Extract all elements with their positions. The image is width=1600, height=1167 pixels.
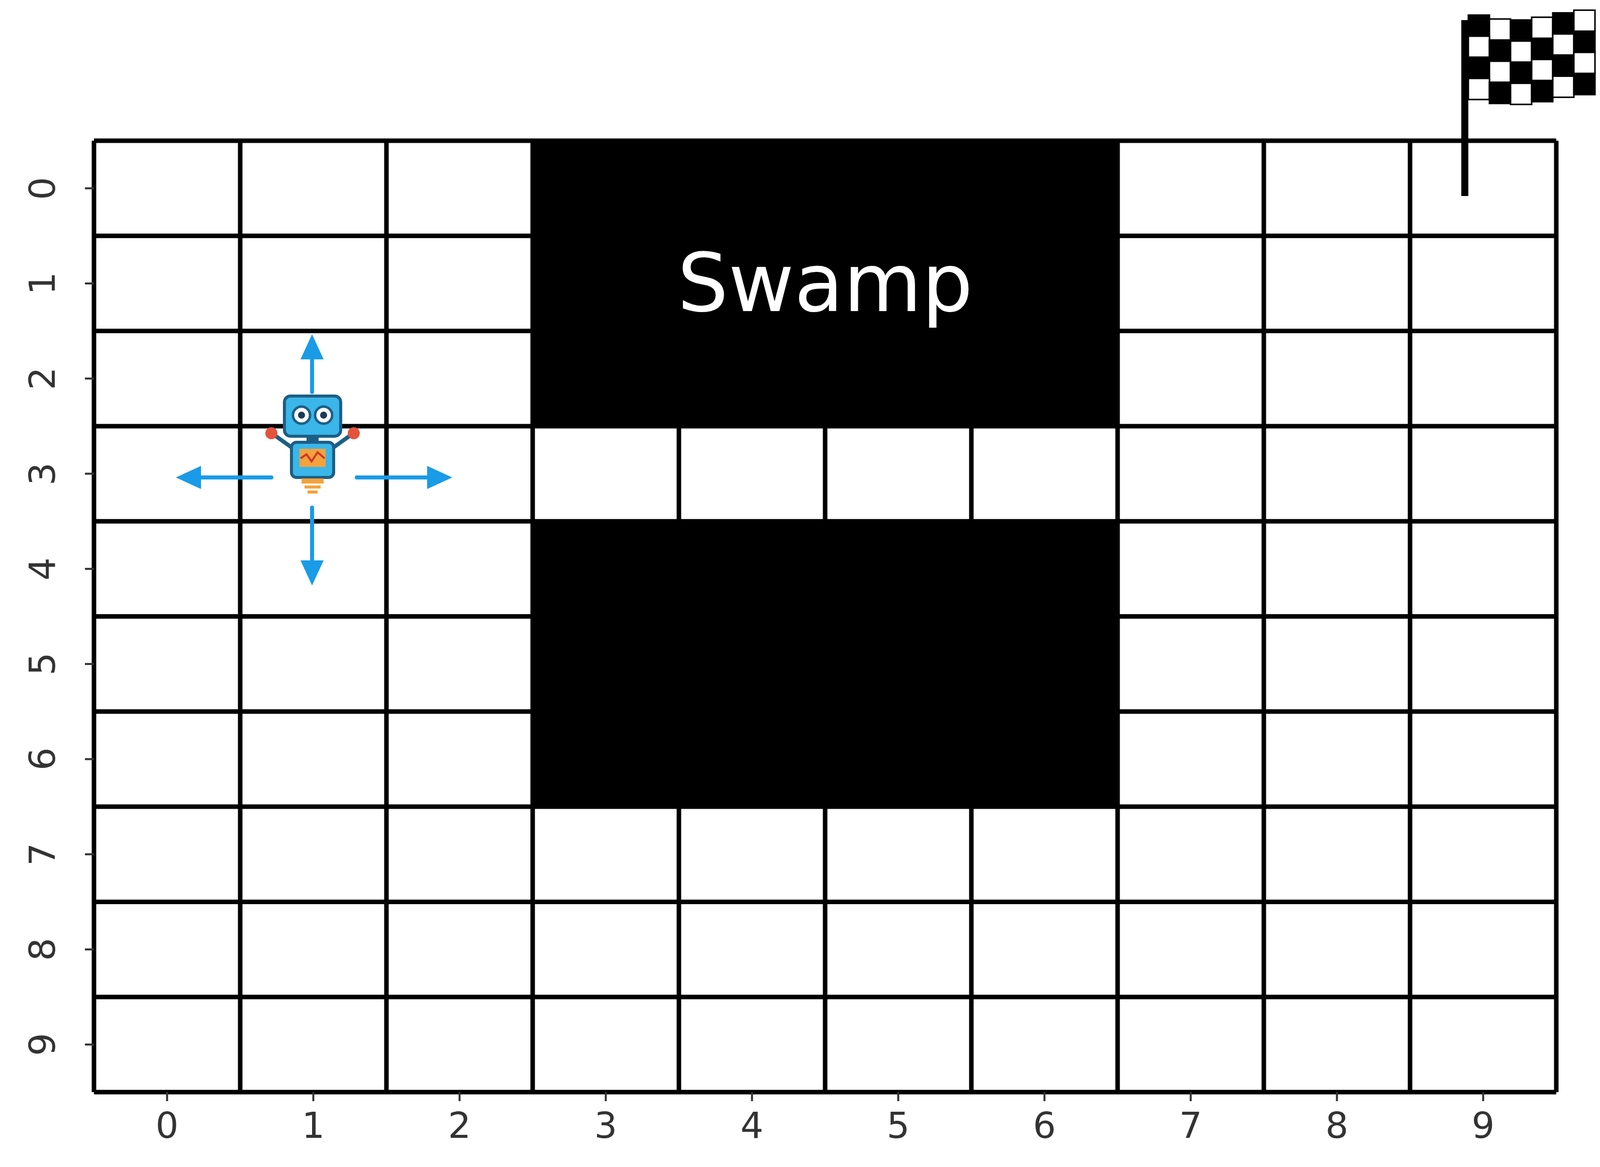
- column-tick-label: 3: [594, 1107, 618, 1144]
- grid-cells: [84, 140, 1557, 1102]
- flag-icon: [1461, 10, 1595, 196]
- row-tick-label: 5: [24, 652, 61, 676]
- column-tick-label: 1: [302, 1107, 326, 1144]
- row-tick-label: 3: [24, 462, 61, 486]
- row-tick-label: 9: [24, 1032, 61, 1056]
- column-tick-label: 4: [740, 1107, 764, 1144]
- column-tick-label: 9: [1471, 1107, 1495, 1144]
- column-tick-label: 6: [1033, 1107, 1057, 1144]
- row-tick-label: 4: [24, 557, 61, 581]
- row-tick-label: 1: [24, 271, 61, 295]
- column-tick-label: 5: [886, 1107, 911, 1144]
- column-tick-label: 2: [448, 1107, 472, 1144]
- region-label: Swamp: [677, 236, 973, 331]
- row-tick-label: 0: [24, 176, 61, 200]
- row-tick-label: 8: [24, 937, 61, 961]
- column-tick-label: 8: [1325, 1107, 1349, 1144]
- column-tick-label: 7: [1179, 1107, 1203, 1144]
- row-tick-label: 2: [24, 366, 61, 390]
- row-tick-label: 6: [24, 747, 61, 771]
- column-tick-label: 0: [155, 1107, 179, 1144]
- swamp-region: Swamp: [532, 140, 1118, 427]
- row-tick-label: 7: [24, 842, 61, 866]
- robot-icon: [175, 334, 453, 586]
